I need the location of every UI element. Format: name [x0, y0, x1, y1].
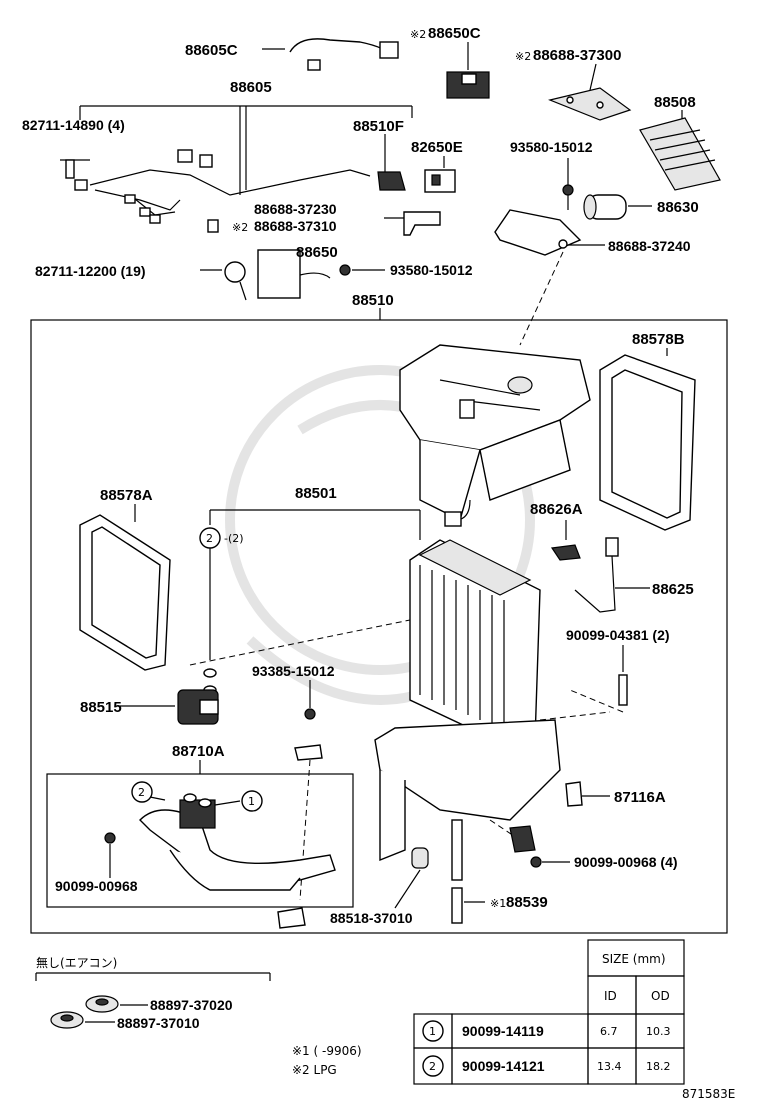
wire-88605C[interactable] — [262, 38, 399, 71]
lower-case[interactable] — [374, 711, 611, 862]
amplifier-88630[interactable] — [583, 194, 652, 220]
size-row2-od: 18.2 — [646, 1060, 671, 1073]
frame-88578A[interactable] — [79, 504, 171, 671]
label-88605: 88605 — [230, 79, 272, 96]
wire-harness-88605[interactable] — [60, 105, 413, 233]
size-row2-marker: 2 — [429, 1060, 436, 1073]
label-88626A: 88626A — [530, 501, 583, 518]
bracket-88688-37300[interactable] — [548, 63, 632, 121]
label-88605C: 88605C — [185, 42, 238, 59]
marker-circle-2 — [131, 781, 153, 803]
size-row2-part: 90099-14121 — [462, 1058, 545, 1074]
label-88510: 88510 — [352, 292, 394, 309]
label-93580-15012-mid: 93580-15012 — [390, 262, 473, 278]
label-90099-00968-x4: 90099-00968 (4) — [574, 854, 678, 870]
sensor-88510F[interactable] — [377, 134, 406, 191]
label-82711-14890: 82711-14890 (4) — [22, 117, 125, 133]
label-88539: 88539 — [506, 894, 548, 911]
size-row1-od: 10.3 — [646, 1025, 671, 1038]
label-93385-15012: 93385-15012 — [252, 663, 335, 679]
label-88578B: 88578B — [632, 331, 685, 348]
label-90099-04381: 90099-04381 (2) — [566, 627, 670, 643]
diagram-code: 871583E — [682, 1087, 735, 1101]
filter-88508[interactable] — [639, 110, 721, 191]
bracket-88688-37230[interactable] — [384, 211, 441, 236]
label-88688-37300: 88688-37300 — [533, 47, 621, 64]
seal-callout-2 — [199, 527, 221, 695]
size-table-title: SIZE (mm) — [602, 952, 666, 966]
label-87116A: 87116A — [614, 789, 666, 806]
evaporator-88501[interactable] — [209, 509, 541, 741]
label-88625: 88625 — [652, 581, 694, 598]
mark-note1-88539: ※1 — [490, 897, 506, 910]
label-82650E: 82650E — [411, 139, 463, 156]
label-88518-37010: 88518-37010 — [330, 910, 413, 926]
screw-93580-15012[interactable] — [562, 158, 574, 210]
marker-2-tube: 2 — [138, 786, 145, 799]
label-88688-37240: 88688-37240 — [608, 238, 691, 254]
screw-90099-00968-x4[interactable] — [530, 856, 570, 868]
size-col-id: ID — [604, 989, 617, 1003]
label-88688-37230: 88688-37230 — [254, 201, 337, 217]
footnote-2: ※2 LPG — [292, 1063, 337, 1077]
label-88688-37310: 88688-37310 — [254, 218, 337, 234]
expansion-valve-88515[interactable] — [120, 689, 219, 725]
relay-88650C[interactable] — [446, 42, 490, 99]
label-88578A: 88578A — [100, 487, 153, 504]
mark-lpg-88688-37300: ※2 — [515, 50, 531, 63]
nashi-title: 無し(エアコン) — [36, 955, 117, 970]
screw-93385-15012[interactable] — [294, 680, 323, 901]
frame-88578B[interactable] — [599, 348, 696, 531]
label-88710A: 88710A — [172, 743, 225, 760]
upper-case[interactable] — [399, 251, 591, 527]
size-row1-id: 6.7 — [600, 1025, 618, 1038]
thermistor-88626A[interactable] — [550, 520, 581, 561]
label-88630: 88630 — [657, 199, 699, 216]
no-aircon-section: 無し(エアコン) 88897-37020 88897-37010 — [35, 955, 271, 1031]
wire-88625[interactable] — [574, 537, 650, 613]
label-seal-qty: -(2) — [224, 532, 244, 545]
size-col-od: OD — [651, 989, 670, 1003]
label-88501: 88501 — [295, 485, 337, 502]
mark-lpg-88688-37310: ※2 — [232, 221, 248, 234]
label-88897-37020: 88897-37020 — [150, 997, 233, 1013]
marker-2-evaporator: 2 — [206, 532, 213, 545]
size-row2-id: 13.4 — [597, 1060, 622, 1073]
footnote-1: ※1 ( -9906) — [292, 1044, 362, 1058]
label-90099-00968: 90099-00968 — [55, 878, 138, 894]
label-88510F: 88510F — [353, 118, 404, 135]
screw-90099-04381[interactable] — [569, 645, 628, 713]
label-93580-15012-top: 93580-15012 — [510, 139, 593, 155]
label-88650: 88650 — [296, 244, 338, 261]
amplifier-88650[interactable] — [257, 249, 331, 299]
screw-93580-15012-b[interactable] — [339, 264, 385, 276]
label-88650C: 88650C — [428, 25, 481, 42]
size-table: SIZE (mm) ID OD 1 90099-14119 6.7 10.3 2… — [413, 939, 685, 1085]
clamp-82711-12200[interactable] — [200, 261, 247, 301]
assembly-frame — [30, 319, 728, 934]
clip-87116A[interactable] — [565, 781, 610, 807]
label-82711-12200: 82711-12200 (19) — [35, 263, 146, 279]
size-row1-part: 90099-14119 — [462, 1023, 544, 1039]
label-88508: 88508 — [654, 94, 696, 111]
relay-82650E[interactable] — [424, 156, 456, 193]
tube-assembly-88710A[interactable] — [46, 760, 354, 929]
marker-circle-1 — [241, 790, 263, 812]
drain-88539[interactable] — [451, 819, 485, 924]
marker-1-tube: 1 — [248, 795, 255, 808]
label-88515: 88515 — [80, 699, 122, 716]
bracket-88688-37240[interactable] — [494, 209, 605, 256]
mark-lpg-88650C: ※2 — [410, 28, 426, 41]
label-88897-37010: 88897-37010 — [117, 1015, 200, 1031]
size-row1-marker: 1 — [429, 1025, 436, 1038]
grommet-88518-37010[interactable] — [394, 847, 429, 909]
